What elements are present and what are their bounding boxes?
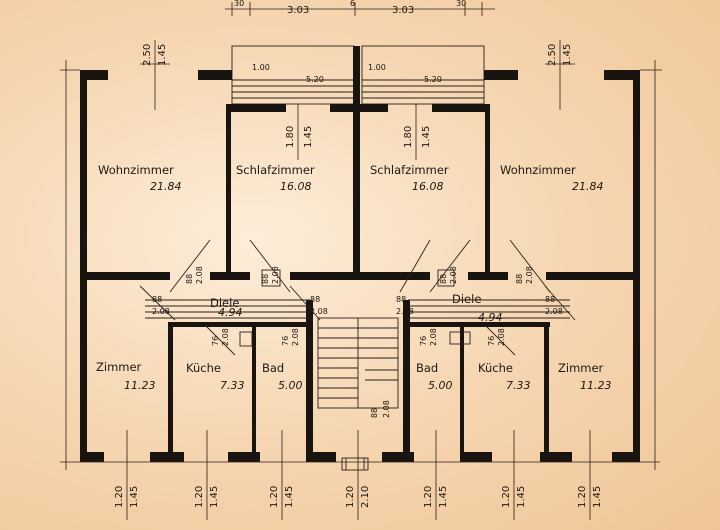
balcony-left-width: 1.00	[252, 63, 270, 72]
door-dim-5b: 2.08	[152, 307, 170, 316]
door-dim-9b: 2.08	[221, 328, 230, 346]
room-area-zimmer-right: 11.23	[580, 379, 612, 392]
stair-dim-a: 1.20	[345, 486, 356, 508]
inner-dim-a-right: 1.80	[403, 126, 414, 148]
door-dim-11b: 2.08	[429, 328, 438, 346]
bottom-window-dims: 1.20 1.45 1.20 1.45 1.20 1.45 1.20 2.10 …	[60, 430, 660, 520]
room-area-bad-right: 5.00	[428, 379, 453, 392]
staircase	[317, 317, 399, 471]
room-name-bad-right: Bad	[416, 361, 438, 375]
room-name-bad-left: Bad	[262, 361, 284, 375]
top-dim-right-small: 30	[456, 0, 466, 8]
room-name-schlafzimmer-left: Schlafzimmer	[236, 163, 315, 177]
room-name-schlafzimmer-right: Schlafzimmer	[370, 163, 449, 177]
fixtures	[239, 269, 471, 347]
door-dim-11a: 76	[419, 336, 428, 346]
bottom-dim-a-2: 1.20	[194, 486, 205, 508]
door-dim-10b: 2.08	[291, 328, 300, 346]
door-dim-7b: 2.08	[396, 307, 414, 316]
bottom-dim-a-4: 1.20	[423, 486, 434, 508]
balcony-left: 1.00 5.20	[231, 45, 355, 105]
top-dim-right: 3.03	[392, 5, 414, 16]
door-dim-7a: 88	[396, 295, 406, 304]
bottom-dim-b-6: 1.45	[592, 486, 603, 508]
outer-walls	[80, 70, 640, 462]
room-name-kuche-right: Küche	[478, 361, 513, 375]
bottom-dim-a-5: 1.20	[501, 486, 512, 508]
door-dim-6b: 2.08	[310, 307, 328, 316]
room-area-schlafzimmer-right: 16.08	[412, 180, 444, 193]
door-dim-12a: 76	[487, 336, 496, 346]
inner-dim-a-left: 1.80	[285, 126, 296, 148]
inner-window-dims-right: 1.80 1.45	[403, 104, 432, 160]
room-area-wohnzimmer-right: 21.84	[572, 180, 604, 193]
room-area-zimmer-left: 11.23	[124, 379, 156, 392]
room-name-diele-right: Diele	[452, 292, 481, 306]
door-dim-1a: 88	[185, 274, 194, 284]
stair-door-b: 2.08	[382, 400, 391, 418]
room-name-wohnzimmer-left: Wohnzimmer	[98, 163, 174, 177]
door-dim-2a: 88	[261, 274, 270, 284]
bottom-dim-b-1: 1.45	[129, 486, 140, 508]
door-dim-3a: 88	[439, 274, 448, 284]
room-name-zimmer-right: Zimmer	[558, 361, 604, 375]
door-dim-1b: 2.08	[195, 266, 204, 284]
top-dim-left: 3.03	[287, 5, 309, 16]
diele-hatching	[139, 239, 576, 356]
door-dim-5a: 88	[152, 295, 162, 304]
balcony-right: 1.00 5.20	[361, 45, 485, 105]
top-dim-left-small: 30	[234, 0, 244, 8]
door-dim-10a: 76	[281, 336, 290, 346]
room-name-diele-left: Diele	[210, 296, 239, 310]
room-area-kuche-left: 7.33	[220, 379, 245, 392]
top-window-dims-left: 2.50 1.45	[140, 40, 170, 110]
inner-dim-b-left: 1.45	[303, 126, 314, 148]
door-dim-8a: 88	[545, 295, 555, 304]
bottom-dim-b-5: 1.45	[516, 486, 527, 508]
door-dim-9a: 76	[211, 336, 220, 346]
balcony-right-width: 1.00	[368, 63, 386, 72]
stair-dim-b: 2.10	[360, 486, 371, 508]
inner-window-dims-left: 1.80 1.45	[285, 104, 314, 160]
door-dim-3b: 2.08	[449, 266, 458, 284]
bottom-dim-a-3: 1.20	[269, 486, 280, 508]
top-dim-a-right: 2.50	[547, 44, 558, 66]
room-area-wohnzimmer-left: 21.84	[150, 180, 182, 193]
balcony-left-length: 5.20	[306, 75, 324, 84]
interior-walls	[80, 46, 640, 462]
inner-dim-b-right: 1.45	[421, 126, 432, 148]
top-dim-a-left: 2.50	[142, 44, 153, 66]
top-window-dims-right: 2.50 1.45	[545, 40, 575, 110]
stair-door-a: 88	[370, 408, 379, 418]
room-area-diele-left: 4.94	[218, 306, 243, 319]
balcony-right-length: 5.20	[424, 75, 442, 84]
door-dims: 88 2.08 88 2.08 88 2.08 88 2.08 88 2.08 …	[152, 266, 563, 418]
bottom-dim-b-2: 1.45	[209, 486, 220, 508]
door-dim-12b: 2.08	[497, 328, 506, 346]
door-dim-6a: 88	[310, 295, 320, 304]
top-dim-b-left: 1.45	[157, 44, 168, 66]
room-area-bad-left: 5.00	[278, 379, 303, 392]
door-dim-2b: 2.08	[271, 266, 280, 284]
top-dim-mid-small: 6	[350, 0, 355, 8]
room-name-kuche-left: Küche	[186, 361, 221, 375]
bottom-dim-b-4: 1.45	[438, 486, 449, 508]
room-area-schlafzimmer-left: 16.08	[280, 180, 312, 193]
door-dim-8b: 2.08	[545, 307, 563, 316]
bottom-dim-a-6: 1.20	[577, 486, 588, 508]
room-name-zimmer-left: Zimmer	[96, 360, 142, 374]
top-dimension-line: 3.03 3.03 30 30 6	[225, 0, 495, 16]
room-area-diele-right: 4.94	[478, 311, 503, 324]
door-dim-4a: 88	[515, 274, 524, 284]
door-dim-4b: 2.08	[525, 266, 534, 284]
room-area-kuche-right: 7.33	[506, 379, 531, 392]
top-dim-b-right: 1.45	[562, 44, 573, 66]
bottom-dim-b-3: 1.45	[284, 486, 295, 508]
room-name-wohnzimmer-right: Wohnzimmer	[500, 163, 576, 177]
bottom-dim-a-1: 1.20	[114, 486, 125, 508]
margin-guides	[60, 60, 662, 470]
